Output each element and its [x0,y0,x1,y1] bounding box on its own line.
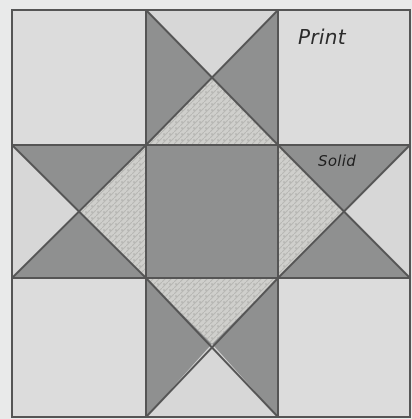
center-square [146,145,278,278]
solid-label: Solid [318,152,356,170]
corner-square-bottom-right [278,278,410,417]
corner-square-bottom-left [12,278,146,417]
print-label: Print [298,25,347,49]
corner-square-top-left [12,10,146,145]
